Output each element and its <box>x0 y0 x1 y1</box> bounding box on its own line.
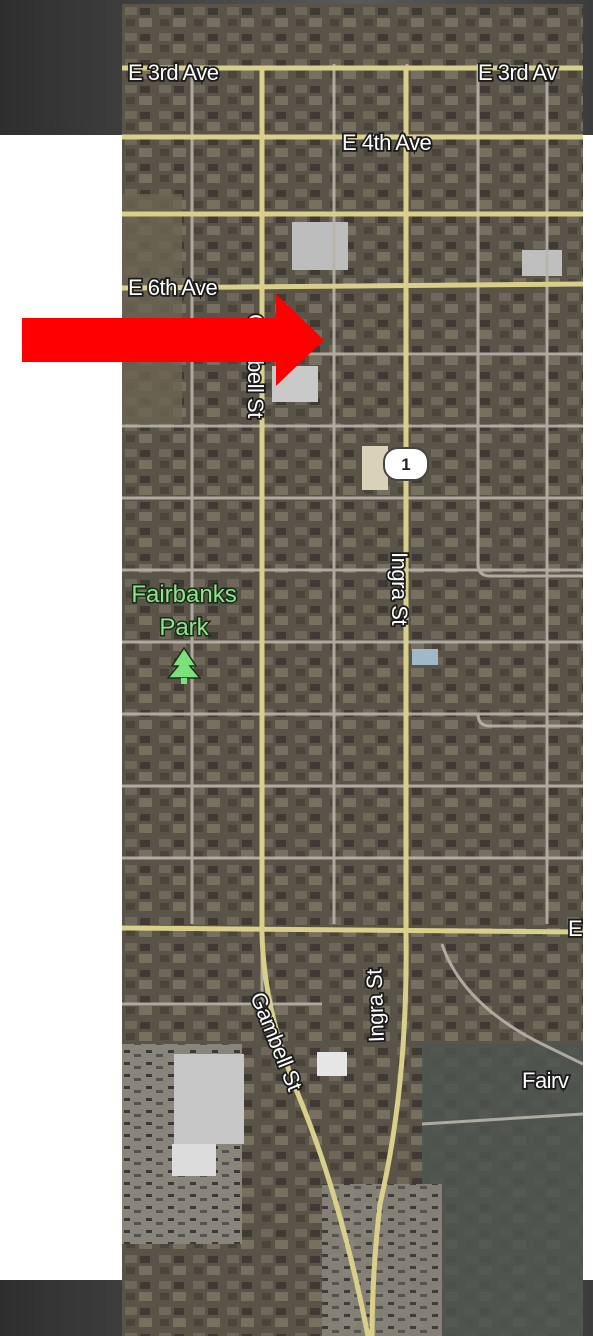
arena-building <box>174 1054 244 1144</box>
street-label-e6th-ave: E 6th Ave <box>128 275 218 300</box>
building <box>412 649 438 665</box>
satellite-map[interactable]: E 3rd Ave E 3rd Av E 4th Ave E 6th Ave G… <box>122 4 583 1336</box>
tree-icon <box>166 646 202 684</box>
park-label-line1: Fairbanks <box>131 581 236 608</box>
building <box>522 250 562 276</box>
park-label-line2: Park <box>159 614 209 641</box>
street-label-ingra-st-upper: Ingra St <box>387 552 412 625</box>
route-shield-icon: 1 <box>383 447 429 481</box>
building <box>172 1144 216 1176</box>
building <box>292 222 348 270</box>
street-label-ingra-st-lower: Ingra St <box>361 968 389 1042</box>
street-label-e3rd-ave-right: E 3rd Av <box>478 60 557 85</box>
map-canvas: E 3rd Ave E 3rd Av E 4th Ave E 6th Ave G… <box>122 4 583 1336</box>
arterial-roads <box>122 65 583 1336</box>
street-label-e4th-ave: E 4th Ave <box>342 130 432 155</box>
red-arrow-icon <box>22 294 324 386</box>
building <box>317 1052 347 1076</box>
parking-lot-south <box>322 1184 442 1336</box>
street-label-edge-fairv: Fairv <box>522 1068 569 1093</box>
residential-area <box>422 1044 583 1336</box>
open-lot <box>122 194 182 424</box>
street-label-edge-e: E <box>568 916 582 941</box>
route-shield-number: 1 <box>401 455 410 474</box>
street-label-e3rd-ave: E 3rd Ave <box>128 60 219 85</box>
